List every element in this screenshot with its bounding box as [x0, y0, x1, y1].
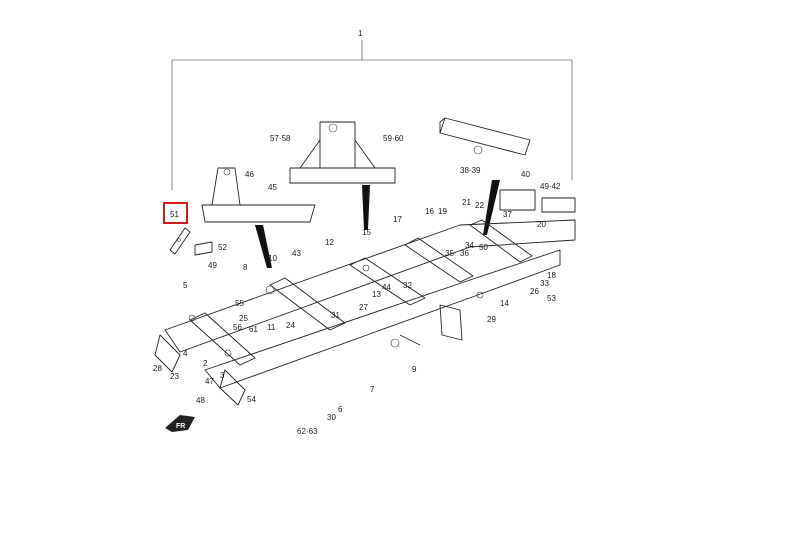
- callout-label: 12: [325, 238, 334, 247]
- callout-label: 19: [438, 207, 447, 216]
- callout-label: 38·39: [460, 166, 481, 175]
- callout-label: 49: [208, 261, 217, 270]
- callout-label: 29: [487, 315, 496, 324]
- callout-label: 15: [362, 228, 371, 237]
- callout-label: 33: [540, 279, 549, 288]
- callout-label: 59·60: [383, 134, 404, 143]
- callout-label: 10: [268, 254, 277, 263]
- callout-label: 8: [243, 263, 248, 272]
- callout-label: 30: [327, 413, 336, 422]
- callout-label: 44: [382, 283, 391, 292]
- callout-label: 48: [196, 396, 205, 405]
- callout-label: 50: [479, 243, 488, 252]
- main-frame: [154, 219, 576, 406]
- callout-label: 11: [267, 323, 276, 332]
- callout-label: 53: [547, 294, 556, 303]
- callout-label: 27: [359, 303, 368, 312]
- callout-label: 47: [205, 377, 214, 386]
- callout-label: 13: [372, 290, 381, 299]
- callout-label: 28: [153, 364, 162, 373]
- callout-label: 52: [218, 243, 227, 252]
- front-arrow-icon: FR: [165, 415, 195, 432]
- callout-label: 31: [331, 311, 340, 320]
- callout-label: 9: [412, 365, 417, 374]
- callout-label: 4: [183, 349, 188, 358]
- callout-label: 7: [370, 385, 375, 394]
- detail-cross-member-top: [289, 121, 396, 230]
- callout-label: 56: [233, 323, 242, 332]
- callout-label: 43: [292, 249, 301, 258]
- callout-label: 37: [503, 210, 512, 219]
- callout-label: 55: [235, 299, 244, 308]
- callout-label: 3: [220, 371, 225, 380]
- callout-label: 6: [338, 405, 343, 414]
- callout-label: 5: [183, 281, 188, 290]
- detail-plates: [499, 189, 576, 213]
- callout-label: 61: [249, 325, 258, 334]
- detail-part-51: [169, 227, 213, 256]
- callout-label: 17: [393, 215, 402, 224]
- front-marker-text: FR: [176, 423, 185, 430]
- detail-bracket-46: [201, 167, 316, 268]
- callout-label: 57·58: [270, 134, 291, 143]
- callout-label: 40: [521, 170, 530, 179]
- callout-label: 18: [547, 271, 556, 280]
- callout-label: 20: [537, 220, 546, 229]
- callout-label: 23: [170, 372, 179, 381]
- callout-label: 36: [460, 249, 469, 258]
- callout-bracket: 1: [171, 29, 573, 190]
- callout-label: 62·63: [297, 427, 318, 436]
- callout-label: 22: [475, 201, 484, 210]
- callout-label: 32: [403, 281, 412, 290]
- detail-rail-38: [439, 117, 531, 235]
- callout-label: 16: [425, 207, 434, 216]
- callout-label: 34: [465, 241, 474, 250]
- callout-label: 21: [462, 198, 471, 207]
- callout-label: 25: [239, 314, 248, 323]
- callout-label: 51: [170, 210, 179, 219]
- callout-label: 14: [500, 299, 509, 308]
- callout-label: 54: [247, 395, 256, 404]
- callout-1: 1: [358, 29, 363, 38]
- highlight-box: [163, 202, 188, 224]
- callout-label: 2: [203, 359, 208, 368]
- callout-label: 24: [286, 321, 295, 330]
- callout-label: 46: [245, 170, 254, 179]
- callout-label: 45: [268, 183, 277, 192]
- callout-label: 49·42: [540, 182, 561, 191]
- callout-label: 35: [445, 249, 454, 258]
- callout-label: 26: [530, 287, 539, 296]
